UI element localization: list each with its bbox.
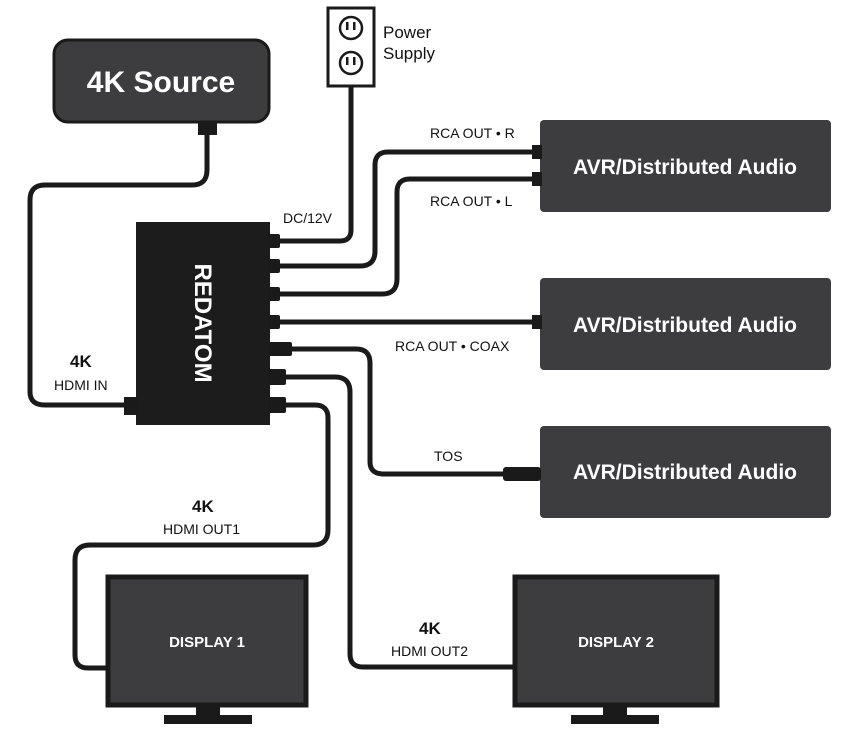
rca-r-label: RCA OUT • R: [430, 125, 515, 141]
avr-3-port-tos: [503, 467, 541, 481]
avr-box-3: [540, 426, 831, 518]
coax-label: RCA OUT • COAX: [395, 338, 510, 354]
dc-label: DC/12V: [283, 210, 333, 226]
hdmi-in-cable: [27, 132, 210, 408]
device-ports-right: [268, 234, 292, 413]
tos-label: TOS: [434, 448, 463, 464]
power-label-line1: Power: [383, 23, 432, 42]
brand-logo: REDATOM: [189, 263, 216, 382]
rca-l-cable: [274, 176, 539, 297]
hdmi-out2-res-label: 4K: [419, 619, 441, 638]
hdmi-out2-label: HDMI OUT2: [391, 643, 468, 659]
display-2: [512, 574, 720, 724]
source-box: [52, 38, 271, 124]
avr-box-2: [540, 278, 831, 370]
power-cable: [274, 82, 354, 244]
power-label-line2: Supply: [383, 44, 435, 63]
rca-l-label: RCA OUT • L: [430, 193, 513, 209]
avr-1-port-r: [532, 145, 542, 159]
hdmi-in-label: HDMI IN: [54, 377, 108, 393]
source-label: 4K Source: [87, 66, 235, 99]
hdmi-in-res-label: 4K: [70, 352, 92, 371]
hdmi-out1-res-label: 4K: [192, 497, 214, 516]
display-1: [105, 574, 309, 724]
display-1-label: DISPLAY 1: [169, 634, 245, 651]
hdmi-out2-cable: [282, 374, 518, 670]
source-port: [198, 121, 217, 135]
avr-label-2: AVR/Distributed Audio: [573, 314, 797, 337]
display-2-label: DISPLAY 2: [578, 634, 654, 651]
power-outlet-icon: [326, 6, 376, 88]
brand-text: REDATOM: [189, 263, 216, 382]
avr-1-port-l: [532, 172, 542, 186]
avr-label-1: AVR/Distributed Audio: [573, 156, 797, 179]
hdmi-out1-cable: [72, 402, 331, 671]
avr-box-1: [540, 120, 831, 212]
tos-cable: [289, 346, 508, 477]
hdmi-in-port: [124, 397, 138, 415]
rca-r-cable: [274, 149, 539, 269]
avr-2-port-coax: [532, 315, 542, 329]
splitter-device: [136, 222, 270, 425]
avr-label-3: AVR/Distributed Audio: [573, 461, 797, 484]
hdmi-out1-label: HDMI OUT1: [163, 521, 240, 537]
